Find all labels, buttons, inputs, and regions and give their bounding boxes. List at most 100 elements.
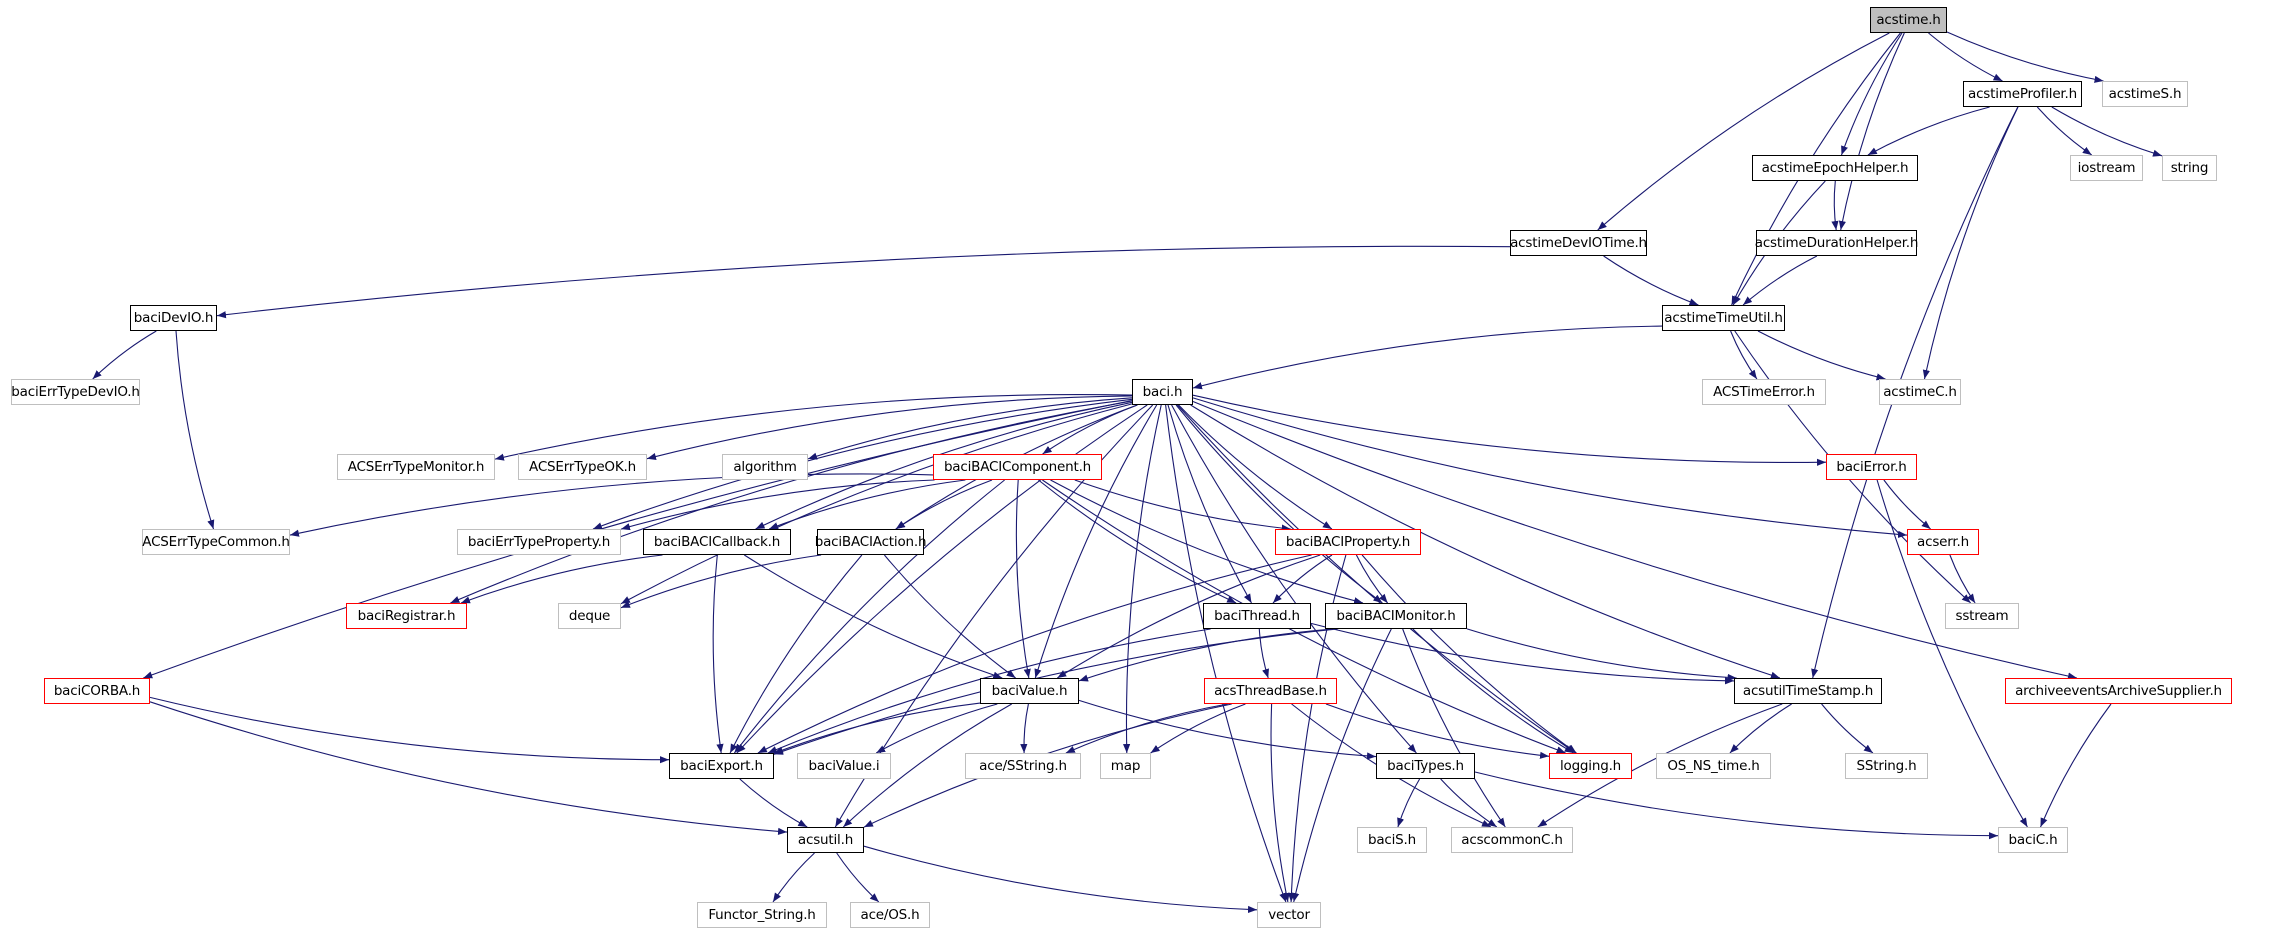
node-label: SString.h xyxy=(1856,758,1917,774)
node-acstimeTimeUtil[interactable]: acstimeTimeUtil.h xyxy=(1662,305,1785,331)
node-label: sstream xyxy=(1955,608,2009,624)
edge-acstimeDevIOTime-to-baciDevIO xyxy=(216,245,1511,319)
edge-baciExport-to-acsutil xyxy=(739,778,808,828)
edge-baciDevIO-to-ACSErrTypeCommon xyxy=(175,330,215,530)
edge-baciError-to-baciC xyxy=(1876,479,2028,828)
edge-baciBACICallback-to-baciRegistrar xyxy=(460,554,663,604)
edge-baciBACIMonitor-to-vector xyxy=(1292,628,1392,903)
edge-baciError-to-acserr xyxy=(1883,479,1931,530)
node-acstimeProfiler[interactable]: acstimeProfiler.h xyxy=(1963,81,2082,107)
node-baciRegistrar[interactable]: baciRegistrar.h xyxy=(346,603,467,629)
node-baciError[interactable]: baciError.h xyxy=(1826,454,1917,480)
node-label: acstimeEpochHelper.h xyxy=(1761,160,1909,176)
node-label: ACSTimeError.h xyxy=(1713,384,1815,400)
edge-acserr-to-sstream xyxy=(1949,554,1976,604)
node-baci[interactable]: baci.h xyxy=(1132,379,1193,405)
node-baciValue[interactable]: baciValue.h xyxy=(980,678,1079,704)
node-label: baciThread.h xyxy=(1214,608,1300,624)
node-baciErrTypeDevIO: baciErrTypeDevIO.h xyxy=(11,379,140,405)
edge-baciBACIProperty-to-vector xyxy=(1287,554,1347,903)
node-acsThreadBase[interactable]: acsThreadBase.h xyxy=(1204,678,1337,704)
node-acstimeEpochHelper[interactable]: acstimeEpochHelper.h xyxy=(1752,155,1918,181)
edge-acstime-to-acstimeEpochHelper xyxy=(1840,32,1903,156)
edge-acsThreadBase-to-logging xyxy=(1325,703,1550,759)
node-acsutilTimeStamp[interactable]: acsutilTimeStamp.h xyxy=(1734,678,1882,704)
edge-acstime-to-acstimeDurationHelper xyxy=(1838,32,1905,231)
node-label: map xyxy=(1110,758,1141,774)
edge-baci-to-baciTypes xyxy=(1171,404,1417,754)
edge-baciBACIComponent-to-baciBACIProperty xyxy=(1074,479,1291,532)
edge-baciBACIMonitor-to-acscommonC xyxy=(1402,628,1506,828)
node-iostream: iostream xyxy=(2070,155,2143,181)
node-baciTypes[interactable]: baciTypes.h xyxy=(1376,753,1475,779)
edge-baciBACICallback-to-baciValue xyxy=(744,554,1003,679)
node-baciC: baciC.h xyxy=(1998,827,2068,853)
node-acserr[interactable]: acserr.h xyxy=(1907,529,1979,555)
node-label: baciErrTypeDevIO.h xyxy=(11,384,140,400)
edge-acsutilTimeStamp-to-OS_NS_time xyxy=(1729,703,1792,754)
node-baciBACIAction[interactable]: baciBACIAction.h xyxy=(815,529,927,555)
node-algorithm: algorithm xyxy=(722,454,808,480)
node-ace-OS: ace/OS.h xyxy=(850,902,930,928)
edge-baciValue-to-baciValueI xyxy=(875,703,998,754)
node-baciBACICallback[interactable]: baciBACICallback.h xyxy=(643,529,791,555)
node-label: algorithm xyxy=(733,459,797,475)
edge-baci-to-vector xyxy=(1165,404,1287,903)
node-baciBACIComponent[interactable]: baciBACIComponent.h xyxy=(933,454,1102,480)
node-label: baciC.h xyxy=(2008,832,2058,848)
node-ACSTimeError: ACSTimeError.h xyxy=(1702,379,1826,405)
node-ACSErrTypeCommon: ACSErrTypeCommon.h xyxy=(142,529,290,555)
node-baciErrTypeProperty: baciErrTypeProperty.h xyxy=(457,529,621,555)
edge-baciBACICallback-to-baciExport xyxy=(712,554,724,754)
edge-baciBACIComponent-to-ACSErrTypeCommon xyxy=(289,473,934,537)
edge-acsutilTimeStamp-to-SString xyxy=(1821,703,1874,754)
node-archiveeventsArchiveSupplier[interactable]: archiveeventsArchiveSupplier.h xyxy=(2005,678,2232,704)
edge-acstimeDevIOTime-to-acstimeTimeUtil xyxy=(1603,255,1699,306)
edge-baciDevIO-to-baciErrTypeDevIO xyxy=(92,330,157,380)
node-Functor_String: Functor_String.h xyxy=(697,902,827,928)
edge-baci-to-baciRegistrar xyxy=(450,400,1133,604)
node-label: archiveeventsArchiveSupplier.h xyxy=(2015,683,2222,699)
node-acstime: acstime.h xyxy=(1870,7,1947,33)
node-label: ace/SString.h xyxy=(979,758,1067,774)
node-baciThread[interactable]: baciThread.h xyxy=(1203,603,1311,629)
edge-baciBACIProperty-to-baciThread xyxy=(1272,554,1333,604)
edge-baciBACIAction-to-deque xyxy=(620,554,822,609)
edge-baciBACIProperty-to-baciExport xyxy=(757,554,1312,754)
node-acstimeDevIOTime[interactable]: acstimeDevIOTime.h xyxy=(1510,230,1647,256)
edge-acstimeEpochHelper-to-acstimeDurationHelper xyxy=(1831,180,1839,231)
node-label: baciBACIComponent.h xyxy=(943,459,1092,475)
node-label: deque xyxy=(568,608,611,624)
node-logging[interactable]: logging.h xyxy=(1549,753,1632,779)
edge-acsThreadBase-to-vector xyxy=(1270,703,1290,903)
node-label: acstimeC.h xyxy=(1883,384,1957,400)
edge-acstimeTimeUtil-to-acstimeC xyxy=(1757,330,1886,381)
edge-baci-to-baciBACIMonitor xyxy=(1175,404,1383,604)
edge-acsThreadBase-to-map xyxy=(1150,703,1246,754)
edge-baciValue-to-aceSString xyxy=(1020,703,1029,754)
node-baciBACIMonitor[interactable]: baciBACIMonitor.h xyxy=(1325,603,1467,629)
node-acstimeDurationHelper[interactable]: acstimeDurationHelper.h xyxy=(1754,230,1919,256)
node-label: acstimeDurationHelper.h xyxy=(1754,235,1919,251)
edge-baciBACIComponent-to-baciExport xyxy=(733,479,1005,754)
edge-baci-to-baciThread xyxy=(1167,404,1252,604)
node-baciBACIProperty[interactable]: baciBACIProperty.h xyxy=(1275,529,1421,555)
node-label: acscommonC.h xyxy=(1461,832,1563,848)
node-label: acsThreadBase.h xyxy=(1214,683,1327,699)
node-OS_NS_time: OS_NS_time.h xyxy=(1656,753,1771,779)
edge-baciCORBA-to-acsutil xyxy=(149,701,788,835)
node-baciExport[interactable]: baciExport.h xyxy=(669,753,774,779)
node-label: baciError.h xyxy=(1836,459,1907,475)
node-label: baciValue.i xyxy=(808,758,880,774)
edge-baci-to-baciCORBA xyxy=(143,400,1133,679)
edge-baciBACIComponent-to-baciBACICallback xyxy=(768,479,966,530)
node-acsutil[interactable]: acsutil.h xyxy=(787,827,864,853)
edge-baci-to-algorithm xyxy=(807,397,1133,460)
edge-baci-to-ACSErrTypeOK xyxy=(646,395,1133,460)
edge-baci-to-baciBACIComponent xyxy=(1042,404,1138,455)
node-baciCORBA[interactable]: baciCORBA.h xyxy=(44,678,150,704)
edge-baciBACIComponent-to-baciErrTypeProperty xyxy=(620,479,935,531)
edge-baci-to-baciExport xyxy=(736,404,1148,754)
node-baciDevIO[interactable]: baciDevIO.h xyxy=(130,305,217,331)
node-vector: vector xyxy=(1257,902,1321,928)
